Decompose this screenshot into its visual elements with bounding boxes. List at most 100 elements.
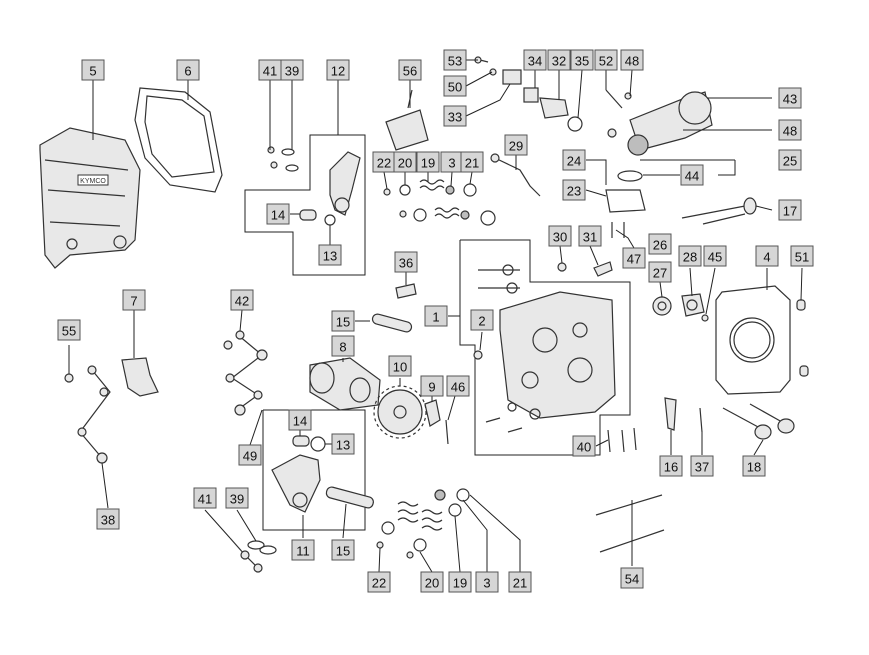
callout-46: 46 (446, 375, 470, 397)
callout-number: 27 (653, 266, 667, 281)
callout-35: 35 (570, 49, 594, 71)
callout-number: 14 (271, 208, 285, 223)
callout-23: 23 (562, 179, 586, 201)
callout-number: 23 (567, 184, 581, 199)
callout-number: 47 (627, 252, 641, 267)
callout-number: 46 (451, 380, 465, 395)
callout-20: 20 (420, 571, 444, 593)
callout-number: 29 (509, 139, 523, 154)
callout-number: 19 (421, 156, 435, 171)
callout-number: 51 (795, 250, 809, 265)
callout-51: 51 (790, 245, 814, 267)
callout-number: 36 (399, 256, 413, 271)
callout-38: 38 (96, 508, 120, 530)
callout-56: 56 (398, 59, 422, 81)
callout-number: 19 (453, 576, 467, 591)
callout-14: 14 (266, 203, 290, 225)
callout-number: 8 (339, 340, 346, 355)
callout-number: 2 (478, 314, 485, 329)
valve-cover-gasket (134, 87, 223, 193)
callout-number: 54 (625, 572, 639, 587)
callout-number: 20 (425, 576, 439, 591)
callout-number: 22 (377, 156, 391, 171)
callout-number: 37 (695, 460, 709, 475)
callout-number: 32 (552, 54, 566, 69)
callout-18: 18 (742, 455, 766, 477)
callout-40: 40 (572, 435, 596, 457)
callout-34: 34 (523, 49, 547, 71)
callout-11: 11 (291, 539, 315, 561)
callout-number: 3 (448, 156, 455, 171)
callout-number: 25 (783, 154, 797, 169)
callout-42: 42 (230, 289, 254, 311)
callout-21: 21 (508, 571, 532, 593)
callout-number: 41 (263, 64, 277, 79)
callout-number: 6 (184, 64, 191, 79)
callout-number: 48 (625, 54, 639, 69)
callout-number: 45 (708, 250, 722, 265)
callout-number: 34 (528, 54, 542, 69)
callout-number: 15 (336, 315, 350, 330)
callout-21: 21 (460, 151, 484, 173)
callout-number: 38 (101, 513, 115, 528)
callout-number: 18 (747, 460, 761, 475)
callout-6: 6 (176, 59, 200, 81)
callout-44: 44 (680, 164, 704, 186)
callout-5: 5 (81, 59, 105, 81)
callout-number: 22 (372, 576, 386, 591)
callout-48: 48 (778, 119, 802, 141)
callout-number: 11 (296, 544, 310, 559)
callout-number: 13 (336, 438, 350, 453)
callout-19: 19 (448, 571, 472, 593)
callout-number: 56 (403, 64, 417, 79)
callout-number: 44 (685, 169, 699, 184)
callout-13: 13 (318, 244, 342, 266)
callout-24: 24 (562, 149, 586, 171)
leader-lines (68, 59, 803, 573)
callout-49: 49 (238, 444, 262, 466)
callout-4: 4 (755, 245, 779, 267)
callout-number: 26 (653, 238, 667, 253)
group-boxes (244, 80, 631, 531)
callout-30: 30 (548, 225, 572, 247)
callout-22: 22 (372, 151, 396, 173)
callout-number: 15 (336, 544, 350, 559)
callout-48: 48 (620, 49, 644, 71)
callout-number: 13 (323, 249, 337, 264)
callout-number: 20 (398, 156, 412, 171)
callout-27: 27 (648, 261, 672, 283)
callout-3: 3 (440, 151, 464, 173)
callout-16: 16 (659, 455, 683, 477)
callout-number: 40 (577, 440, 591, 455)
callout-number: 41 (198, 492, 212, 507)
callout-55: 55 (57, 319, 81, 341)
callout-number: 55 (62, 324, 76, 339)
callout-number: 53 (448, 54, 462, 69)
callout-39: 39 (225, 487, 249, 509)
callout-41: 41 (193, 487, 217, 509)
callout-number: 5 (89, 64, 96, 79)
callout-number: 33 (448, 110, 462, 125)
callout-number: 9 (428, 380, 435, 395)
callout-25: 25 (778, 149, 802, 171)
callout-32: 32 (547, 49, 571, 71)
parts: KYMCO (39, 56, 809, 573)
callout-19: 19 (416, 151, 440, 173)
callout-12: 12 (326, 59, 350, 81)
callout-41: 41 (258, 59, 282, 81)
callout-52: 52 (594, 49, 618, 71)
callout-number: 14 (293, 414, 307, 429)
callout-3: 3 (475, 571, 499, 593)
callout-number: 12 (331, 64, 345, 79)
callout-number: 10 (393, 360, 407, 375)
callout-33: 33 (443, 105, 467, 127)
callout-15: 15 (331, 310, 355, 332)
callout-number: 7 (130, 294, 137, 309)
callout-29: 29 (504, 134, 528, 156)
box-cylinder-head (459, 239, 631, 456)
callout-31: 31 (578, 225, 602, 247)
callout-number: 48 (783, 124, 797, 139)
callout-number: 52 (599, 54, 613, 69)
